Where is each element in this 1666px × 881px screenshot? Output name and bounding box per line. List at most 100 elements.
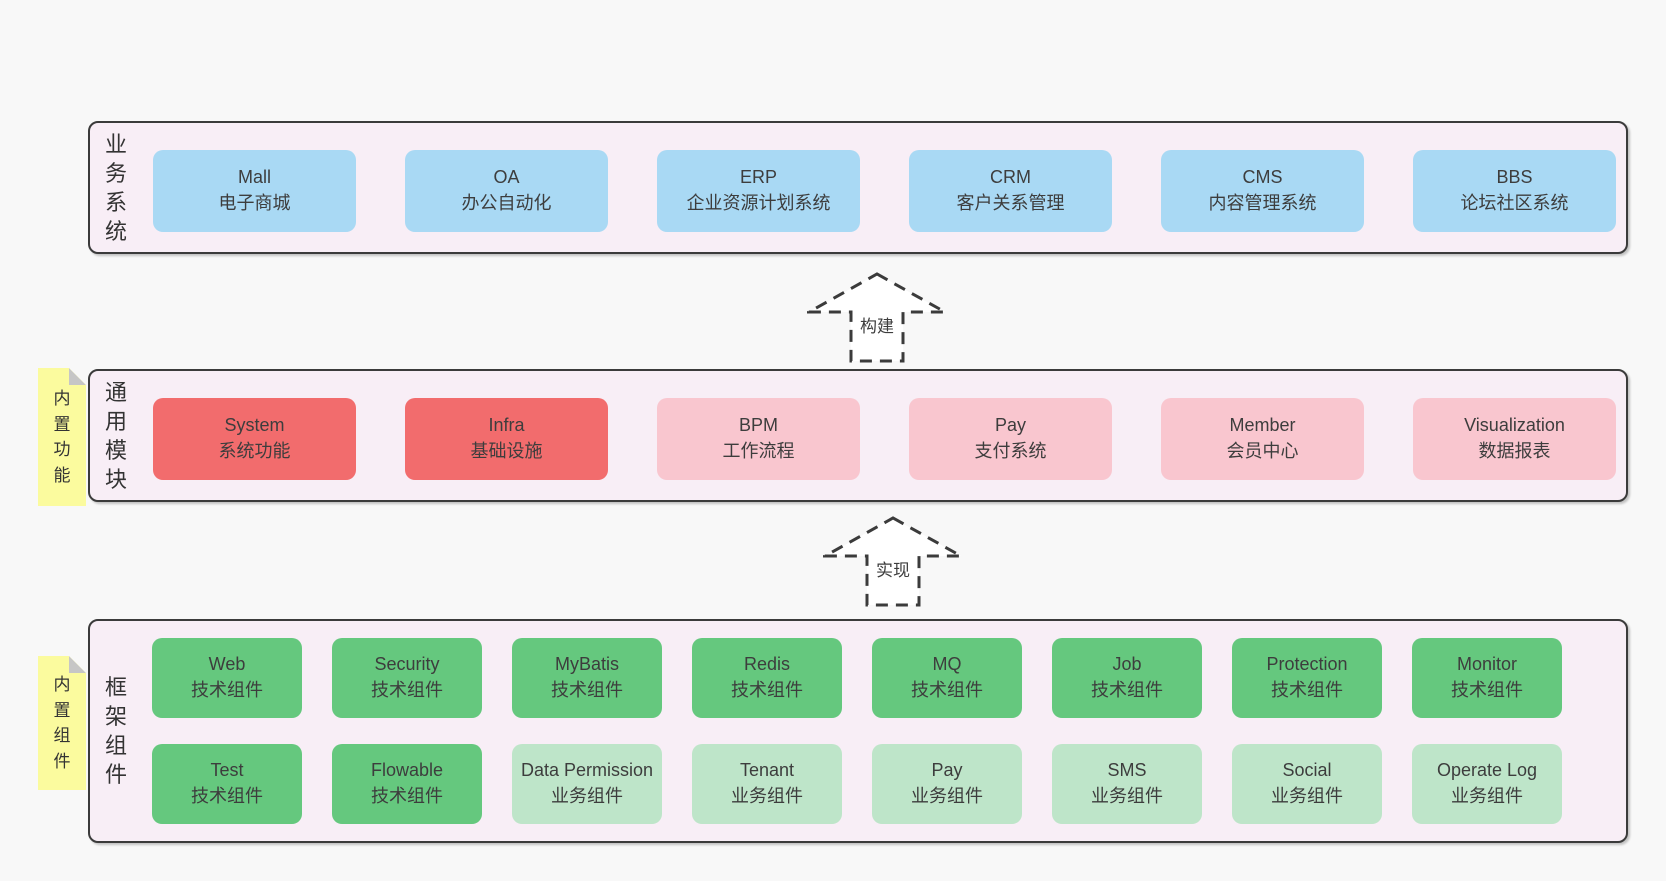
box-title: Flowable xyxy=(370,760,444,781)
box-subtitle: 技术组件 xyxy=(371,680,443,700)
box-title: BBS xyxy=(1496,167,1533,188)
box-tenant: Tenant 业务组件 xyxy=(692,744,842,824)
box-security: Security 技术组件 xyxy=(332,638,482,718)
box-subtitle: 技术组件 xyxy=(191,786,263,806)
box-title: Test xyxy=(210,760,244,781)
box-subtitle: 业务组件 xyxy=(551,786,623,806)
box-subtitle: 业务组件 xyxy=(911,786,983,806)
box-title: Pay xyxy=(931,760,963,781)
box-mybatis: MyBatis 技术组件 xyxy=(512,638,662,718)
box-subtitle: 电子商城 xyxy=(218,193,291,213)
sticky-note-text: 内置组件 xyxy=(53,675,71,771)
box-visualization: Visualization 数据报表 xyxy=(1413,398,1616,480)
box-title: Operate Log xyxy=(1436,760,1538,781)
box-title: Tenant xyxy=(739,760,795,781)
box-title: CRM xyxy=(990,167,1031,188)
box-title: Social xyxy=(1282,760,1332,781)
box-subtitle: 业务组件 xyxy=(1451,786,1523,806)
box-subtitle: 办公自动化 xyxy=(461,193,552,213)
box-title: Job xyxy=(1112,654,1142,675)
box-title: Security xyxy=(374,654,440,675)
box-sms: SMS 业务组件 xyxy=(1052,744,1202,824)
box-subtitle: 技术组件 xyxy=(191,680,263,700)
box-title: BPM xyxy=(738,415,778,436)
sticky-note-text: 内置功能 xyxy=(53,389,71,485)
box-subtitle: 工作流程 xyxy=(722,441,795,461)
box-bbs: BBS 论坛社区系统 xyxy=(1413,150,1616,232)
box-subtitle: 技术组件 xyxy=(1451,680,1523,700)
box-title: Pay xyxy=(994,415,1027,436)
box-pay: Pay 业务组件 xyxy=(872,744,1022,824)
box-crm: CRM 客户关系管理 xyxy=(909,150,1112,232)
framework-components-row-2: Test 技术组件 Flowable 技术组件 Data Permission … xyxy=(152,744,1562,824)
box-monitor: Monitor 技术组件 xyxy=(1412,638,1562,718)
box-subtitle: 支付系统 xyxy=(974,441,1047,461)
box-social: Social 业务组件 xyxy=(1232,744,1382,824)
layer-business-systems: 业务系统 Mall 电子商城 OA 办公自动化 ERP 企业资源计划系统 CRM… xyxy=(88,121,1628,254)
build-arrow: 构建 xyxy=(807,272,947,364)
box-title: OA xyxy=(493,167,520,188)
box-title: Protection xyxy=(1266,654,1348,675)
implement-arrow: 实现 xyxy=(823,516,963,608)
box-title: MQ xyxy=(932,654,962,675)
box-oa: OA 办公自动化 xyxy=(405,150,608,232)
box-title: MyBatis xyxy=(554,654,619,675)
box-mq: MQ 技术组件 xyxy=(872,638,1022,718)
box-system: System 系统功能 xyxy=(153,398,356,480)
box-subtitle: 技术组件 xyxy=(371,786,443,806)
box-web: Web 技术组件 xyxy=(152,638,302,718)
common-modules-row: System 系统功能 Infra 基础设施 BPM 工作流程 Pay 支付系统… xyxy=(153,398,1616,480)
box-subtitle: 论坛社区系统 xyxy=(1460,193,1569,213)
box-subtitle: 业务组件 xyxy=(1091,786,1163,806)
box-flowable: Flowable 技术组件 xyxy=(332,744,482,824)
box-job: Job 技术组件 xyxy=(1052,638,1202,718)
folded-corner-icon xyxy=(69,368,86,385)
box-subtitle: 技术组件 xyxy=(551,680,623,700)
box-subtitle: 数据报表 xyxy=(1478,441,1551,461)
box-subtitle: 系统功能 xyxy=(218,441,291,461)
box-title: System xyxy=(224,415,285,436)
box-subtitle: 基础设施 xyxy=(470,441,543,461)
box-title: SMS xyxy=(1107,760,1147,781)
box-pay: Pay 支付系统 xyxy=(909,398,1112,480)
layer-label-common-modules: 通用模块 xyxy=(104,379,127,492)
box-subtitle: 业务组件 xyxy=(1271,786,1343,806)
framework-components-row-1: Web 技术组件 Security 技术组件 MyBatis 技术组件 Redi… xyxy=(152,638,1562,718)
box-subtitle: 客户关系管理 xyxy=(956,193,1065,213)
box-bpm: BPM 工作流程 xyxy=(657,398,860,480)
box-title: ERP xyxy=(739,167,777,188)
box-subtitle: 会员中心 xyxy=(1226,441,1299,461)
build-arrow-label: 构建 xyxy=(857,312,897,337)
box-data-permission: Data Permission 业务组件 xyxy=(512,744,662,824)
implement-arrow-label: 实现 xyxy=(873,556,913,581)
box-subtitle: 技术组件 xyxy=(911,680,983,700)
box-title: Monitor xyxy=(1456,654,1518,675)
box-subtitle: 技术组件 xyxy=(1271,680,1343,700)
box-redis: Redis 技术组件 xyxy=(692,638,842,718)
box-mall: Mall 电子商城 xyxy=(153,150,356,232)
box-title: Member xyxy=(1229,415,1296,436)
box-subtitle: 内容管理系统 xyxy=(1208,193,1317,213)
business-systems-row: Mall 电子商城 OA 办公自动化 ERP 企业资源计划系统 CRM 客户关系… xyxy=(153,150,1616,232)
box-title: CMS xyxy=(1242,167,1283,188)
box-subtitle: 企业资源计划系统 xyxy=(686,193,831,213)
box-member: Member 会员中心 xyxy=(1161,398,1364,480)
layer-label-business-systems: 业务系统 xyxy=(104,131,127,244)
box-erp: ERP 企业资源计划系统 xyxy=(657,150,860,232)
box-operate-log: Operate Log 业务组件 xyxy=(1412,744,1562,824)
box-subtitle: 技术组件 xyxy=(731,680,803,700)
box-test: Test 技术组件 xyxy=(152,744,302,824)
box-title: Web xyxy=(208,654,246,675)
sticky-note-built-in-features: 内置功能 xyxy=(38,368,86,506)
layer-common-modules: 通用模块 System 系统功能 Infra 基础设施 BPM 工作流程 Pay… xyxy=(88,369,1628,502)
box-infra: Infra 基础设施 xyxy=(405,398,608,480)
box-cms: CMS 内容管理系统 xyxy=(1161,150,1364,232)
box-title: Redis xyxy=(743,654,791,675)
box-subtitle: 技术组件 xyxy=(1091,680,1163,700)
layer-framework-components: 框架组件 Web 技术组件 Security 技术组件 MyBatis 技术组件… xyxy=(88,619,1628,843)
box-title: Mall xyxy=(237,167,271,188)
sticky-note-built-in-components: 内置组件 xyxy=(38,656,86,790)
layer-label-framework-components: 框架组件 xyxy=(104,674,127,788)
folded-corner-icon xyxy=(69,656,86,673)
